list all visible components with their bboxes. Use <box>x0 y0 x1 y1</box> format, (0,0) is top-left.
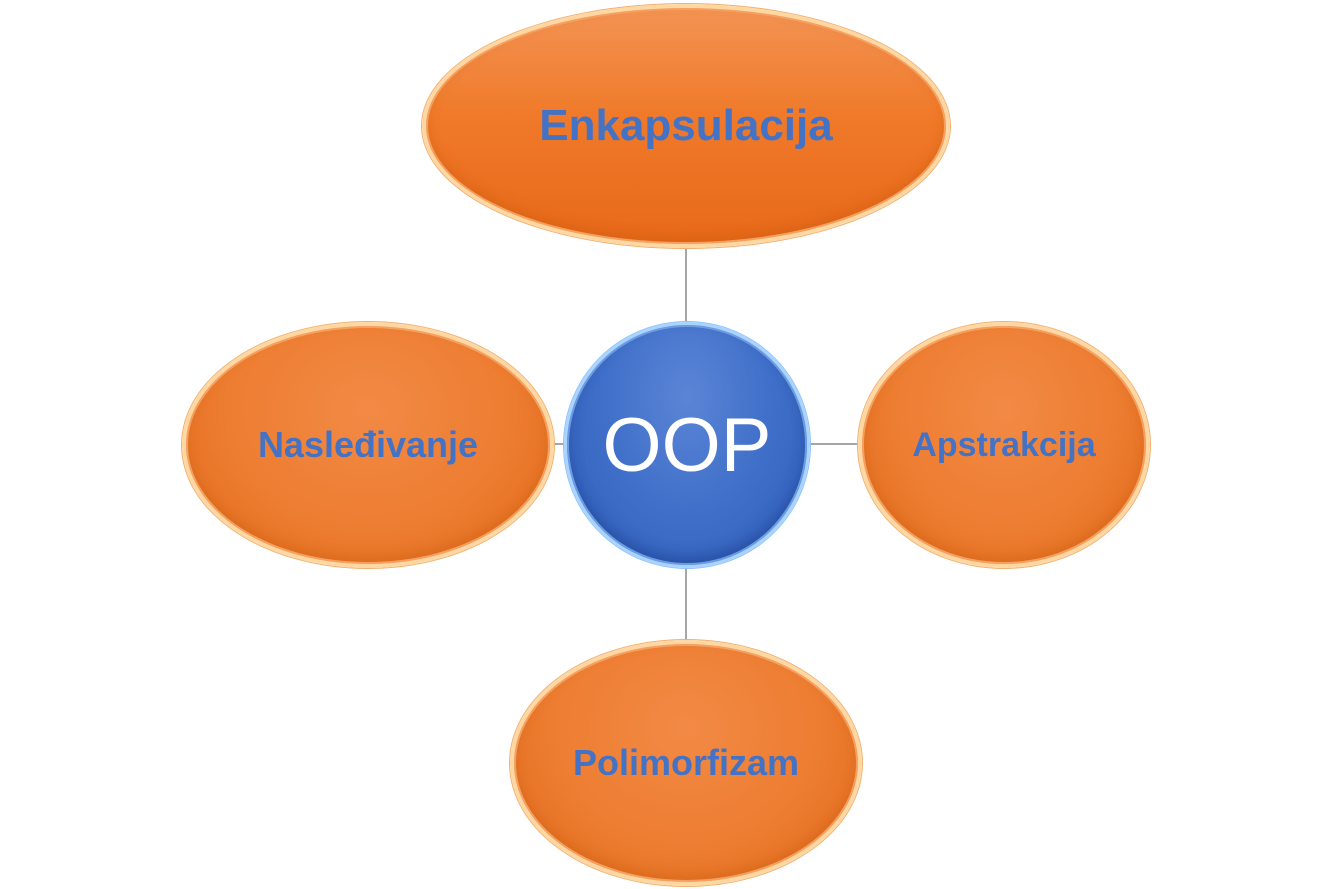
node-apstrakcija[interactable]: Apstrakcija <box>858 322 1150 568</box>
node-label-polimorfizam: Polimorfizam <box>572 742 800 783</box>
connector-top <box>685 246 687 326</box>
node-nasledivanje[interactable]: Nasleđivanje <box>182 322 554 568</box>
node-enkapsulacija[interactable]: Enkapsulacija <box>422 4 950 248</box>
connector-left <box>550 443 568 445</box>
center-label: OOP <box>602 402 772 488</box>
node-center-oop[interactable]: OOP <box>564 322 810 568</box>
connector-bottom <box>685 562 687 644</box>
node-label-nasledivanje: Nasleđivanje <box>257 424 479 465</box>
connector-right <box>806 443 862 445</box>
node-label-apstrakcija: Apstrakcija <box>912 425 1096 464</box>
node-label-enkapsulacija: Enkapsulacija <box>539 101 833 150</box>
node-polimorfizam[interactable]: Polimorfizam <box>510 640 862 886</box>
